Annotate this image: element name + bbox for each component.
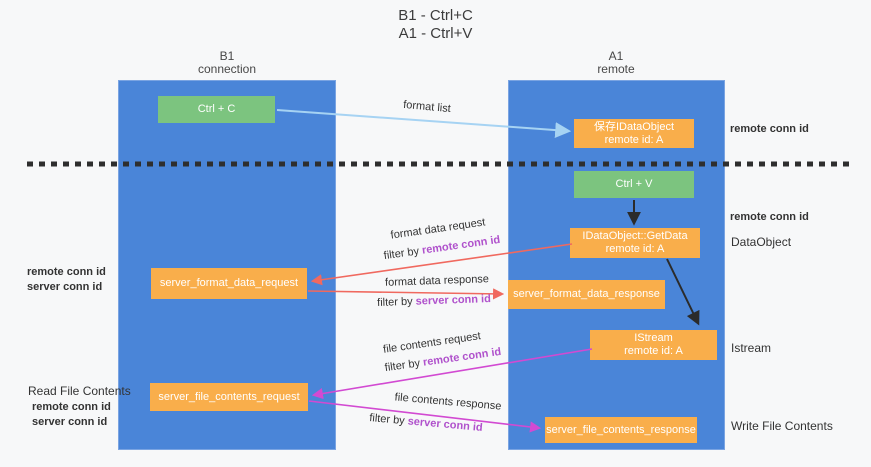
lane-b1-name: B1 [219,49,235,63]
node-server-format-data-request-label: server_format_data_request [159,277,299,289]
node-getdata-line1: IDataObject::GetData [582,230,688,242]
diagram-title: B1 - Ctrl+C A1 - Ctrl+V [0,7,871,43]
node-save-idataobject-line2: remote id: A [604,133,664,146]
node-istream-line2: remote id: A [624,345,683,357]
node-server-format-data-response: server_format_data_response [508,280,665,309]
lane-a1-name: A1 [608,49,624,63]
filter-by-text: filter by [368,412,409,428]
node-istream: IStream remote id: A [590,330,717,360]
label-filter-server-2: filter by server conn id [369,412,483,434]
label-filter-server-1: filter by server conn id [377,293,491,309]
annotation-left-server-conn-id-2: server conn id [32,416,108,428]
node-idataobject-getdata: IDataObject::GetData remote id: A [570,228,700,258]
server-conn-id-text: server conn id [407,415,484,434]
filter-by-text: filter by [384,356,424,375]
annotation-dataobject: DataObject [731,235,792,249]
remote-conn-id-text: remote conn id [421,233,501,257]
node-save-idataobject: 保存IDataObject remote id: A [574,119,694,148]
lane-header-a1: A1 remote [556,50,676,76]
node-server-file-contents-response: server_file_contents_response [545,417,697,443]
lane-b1-subtitle: connection [197,62,257,76]
node-server-file-contents-response-label: server_file_contents_response [546,423,696,436]
title-line-2: A1 - Ctrl+V [398,25,473,42]
node-server-file-contents-request-label: server_file_contents_request [158,390,300,403]
node-ctrl-v: Ctrl + V [574,171,694,198]
node-ctrl-c: Ctrl + C [158,96,275,123]
lane-header-b1: B1 connection [167,50,287,76]
node-server-format-data-response-label: server_format_data_response [513,288,660,300]
node-ctrl-c-label: Ctrl + C [197,103,236,115]
annotation-left-remote-conn-id-2: remote conn id [32,401,111,413]
annotation-remote-conn-id-2: remote conn id [730,211,809,223]
annotation-istream: Istream [731,341,772,355]
node-istream-line1: IStream [634,332,673,344]
annotation-read-file-contents: Read File Contents [28,384,131,398]
title-line-1: B1 - Ctrl+C [398,7,473,24]
label-file-contents-response: file contents response [394,391,502,413]
filter-by-text: filter by [383,244,423,263]
label-format-list: format list [402,98,452,116]
annotation-left-remote-conn-id-1: remote conn id [27,266,106,278]
annotation-write-file-contents: Write File Contents [731,419,833,433]
node-save-idataobject-line1: 保存IDataObject [593,120,675,133]
filter-by-text: filter by [376,295,416,309]
annotation-left-server-conn-id-1: server conn id [27,281,103,293]
node-server-file-contents-request: server_file_contents_request [150,383,308,411]
remote-conn-id-text: remote conn id [422,345,502,369]
node-server-format-data-request: server_format_data_request [151,268,307,299]
annotation-remote-conn-id-1: remote conn id [730,123,809,135]
server-conn-id-text: server conn id [415,293,492,308]
node-getdata-line2: remote id: A [605,243,665,255]
lane-a1-subtitle: remote [597,62,635,76]
label-format-data-response: format data response [384,273,490,289]
node-ctrl-v-label: Ctrl + V [615,178,653,190]
